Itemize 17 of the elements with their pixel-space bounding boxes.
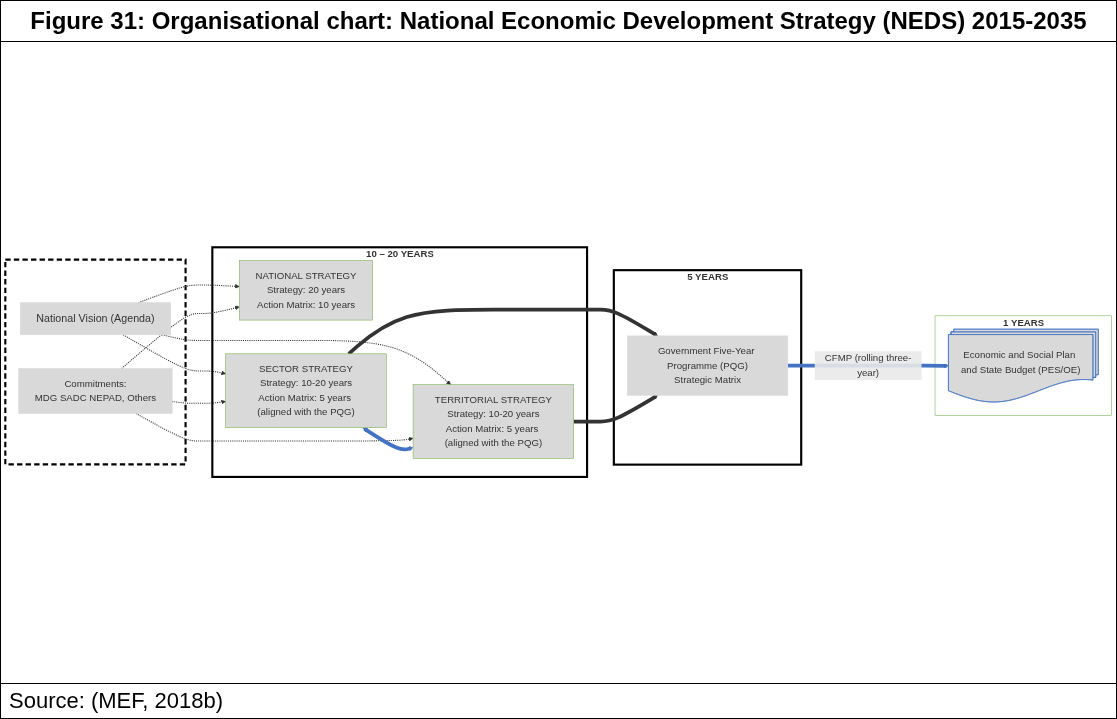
source-caption: Source: (MEF, 2018b) — [1, 683, 1116, 718]
node-box: NATIONAL STRATEGY Strategy: 20 years Action Matrix: 10 years — [239, 260, 373, 321]
node-box: SECTOR STRATEGY Strategy: 10-20 years Action Matrix: 5 years (aligned with the PQG) — [225, 353, 387, 429]
figure-title: Figure 31: Organisational chart: National Economic Development Strategy (NEDS) 2015-2035 — [1, 1, 1116, 42]
arrow — [362, 427, 414, 452]
arrow — [121, 305, 240, 370]
cluster — [4, 258, 187, 466]
edge-label: CFMP (rolling three-year) — [824, 353, 912, 379]
arrow — [135, 413, 414, 442]
node-box: TERRITORIAL STRATEGY Strategy: 10-20 years Action Matrix: 5 years (aligned with the PQG) — [412, 384, 574, 460]
arrow — [137, 284, 240, 304]
node-box: National Vision (Agenda) — [20, 302, 171, 336]
arrow — [347, 308, 658, 356]
node-box: Commitments: MDG SADC NEPAD, Others — [18, 368, 173, 415]
arrow — [573, 395, 658, 424]
arrow — [171, 400, 226, 405]
node-box: Government Five-Year Programme (PQG) Strategic Matrix — [626, 336, 789, 396]
